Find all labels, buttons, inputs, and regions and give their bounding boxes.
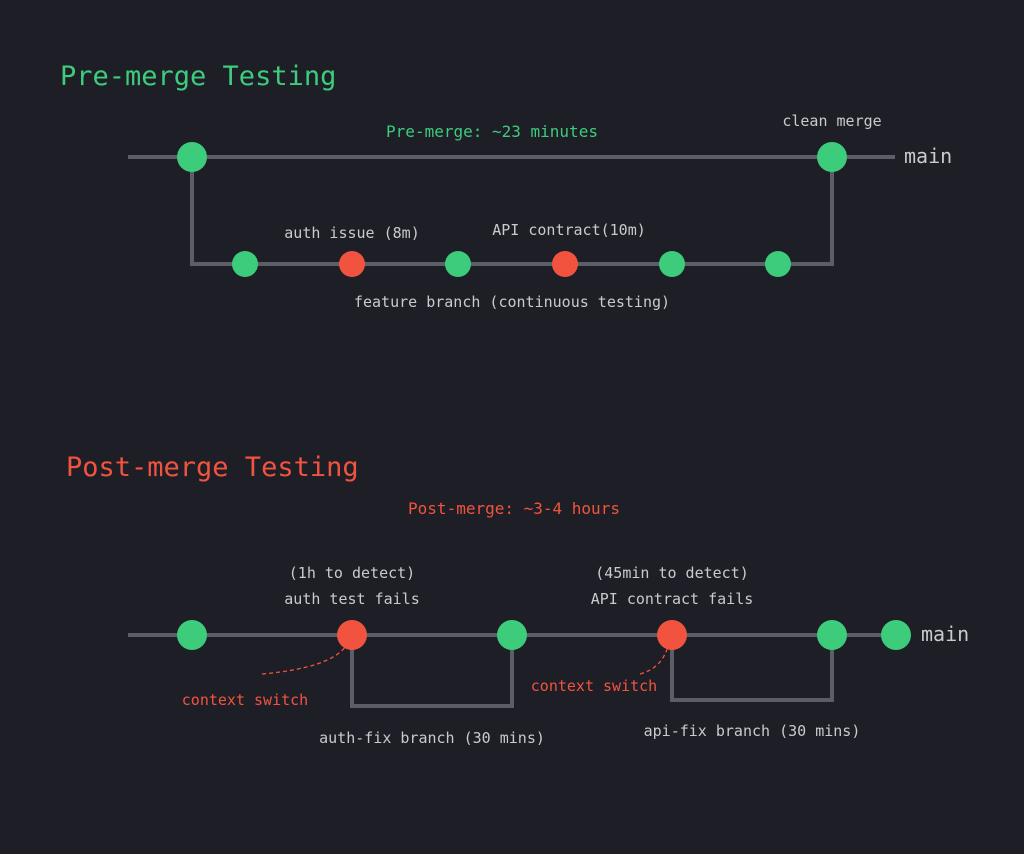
detect-time-label-2: (45min to detect)	[595, 564, 749, 582]
post-main-fix-merge-node	[497, 620, 527, 650]
feature-fail-node-api	[552, 251, 578, 277]
post-merge-duration: Post-merge: ~3-4 hours	[408, 499, 620, 518]
post-merge-heading: Post-merge Testing	[66, 452, 359, 483]
post-main-fail-node-auth	[337, 620, 367, 650]
feature-commit-node	[232, 251, 258, 277]
context-switch-label-2: context switch	[531, 677, 657, 695]
pre-merge-heading: Pre-merge Testing	[60, 61, 336, 92]
context-switch-arrow-2	[639, 645, 669, 675]
context-switch-arrow-1	[261, 645, 347, 675]
pre-main-label: main	[904, 144, 952, 168]
fail-label-1: auth test fails	[284, 590, 419, 608]
feature-branch-line	[190, 157, 834, 266]
auth-fix-branch-line	[350, 635, 514, 708]
pre-merge-duration: Pre-merge: ~23 minutes	[386, 122, 598, 141]
pre-main-merge-node	[817, 142, 847, 172]
api-contract-label: API contract(10m)	[492, 221, 646, 239]
clean-merge-label: clean merge	[782, 112, 881, 130]
auth-fix-branch-label: auth-fix branch (30 mins)	[319, 729, 545, 747]
post-main-end-node	[881, 620, 911, 650]
auth-issue-label: auth issue (8m)	[284, 224, 419, 242]
pre-main-start-node	[177, 142, 207, 172]
post-main-fail-node-api	[657, 620, 687, 650]
feature-branch-label: feature branch (continuous testing)	[354, 293, 670, 311]
api-fix-branch-line	[670, 635, 834, 702]
feature-fail-node-auth	[339, 251, 365, 277]
feature-commit-node	[659, 251, 685, 277]
post-main-commit-node	[177, 620, 207, 650]
fail-label-2: API contract fails	[591, 590, 754, 608]
feature-commit-node	[445, 251, 471, 277]
feature-commit-node	[765, 251, 791, 277]
api-fix-branch-label: api-fix branch (30 mins)	[644, 722, 861, 740]
post-main-label: main	[921, 622, 969, 646]
context-switch-label-1: context switch	[182, 691, 308, 709]
post-main-fix-merge-node	[817, 620, 847, 650]
detect-time-label-1: (1h to detect)	[289, 564, 415, 582]
